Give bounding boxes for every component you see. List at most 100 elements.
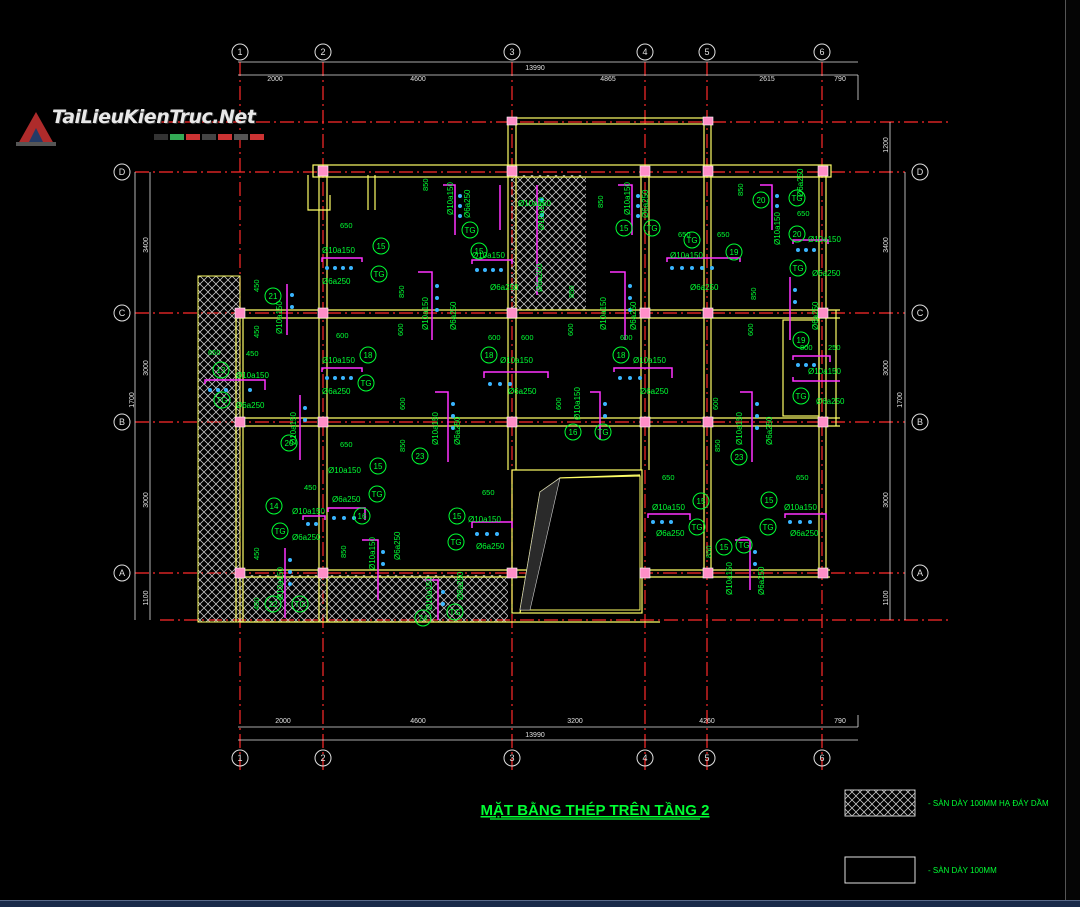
svg-text:TG: TG <box>795 392 806 401</box>
svg-text:Ø10a150: Ø10a150 <box>368 537 377 570</box>
svg-text:24: 24 <box>419 614 428 623</box>
logo-icon <box>16 112 56 146</box>
dim-top-2: 4600 <box>410 76 426 83</box>
svg-text:Ø10a150: Ø10a150 <box>446 182 455 215</box>
svg-text:Ø10a150: Ø10a150 <box>292 507 325 516</box>
svg-text:TG: TG <box>791 194 802 203</box>
svg-text:600: 600 <box>566 323 575 336</box>
svg-text:D: D <box>917 167 924 177</box>
svg-text:Ø6a250: Ø6a250 <box>765 416 774 445</box>
svg-text:Ø10a150: Ø10a150 <box>468 515 501 524</box>
svg-text:Ø10a150: Ø10a150 <box>322 356 355 365</box>
svg-text:600: 600 <box>336 331 349 340</box>
svg-text:TG: TG <box>371 490 382 499</box>
svg-text:Ø10a150: Ø10a150 <box>808 367 841 376</box>
svg-text:23: 23 <box>416 452 425 461</box>
svg-text:Ø6a250: Ø6a250 <box>456 571 465 600</box>
svg-text:6: 6 <box>819 753 824 763</box>
dim-top-5: 790 <box>834 76 846 83</box>
dim-top-3: 4865 <box>600 76 616 83</box>
svg-text:15: 15 <box>453 512 462 521</box>
svg-text:850: 850 <box>339 545 348 558</box>
svg-text:650: 650 <box>340 440 353 449</box>
svg-text:C: C <box>917 308 924 318</box>
svg-text:2: 2 <box>320 753 325 763</box>
svg-text:650: 650 <box>717 230 730 239</box>
svg-text:Ø6a250: Ø6a250 <box>322 277 351 286</box>
dim-bottom-1: 2000 <box>275 718 291 725</box>
grid-lines <box>135 62 950 770</box>
svg-text:Ø6a250: Ø6a250 <box>641 189 650 218</box>
svg-text:D: D <box>119 167 126 177</box>
svg-text:TG: TG <box>373 270 384 279</box>
svg-text:2: 2 <box>320 47 325 57</box>
svg-text:20: 20 <box>793 230 802 239</box>
dim-right-3: 1700 <box>897 392 904 408</box>
svg-text:4: 4 <box>642 753 647 763</box>
svg-text:Ø10a150: Ø10a150 <box>472 251 505 260</box>
svg-text:TG: TG <box>274 527 285 536</box>
logo-stripe-icon <box>154 134 264 140</box>
svg-text:Ø6a250: Ø6a250 <box>332 495 361 504</box>
svg-text:850: 850 <box>736 183 745 196</box>
svg-text:600: 600 <box>488 333 501 342</box>
svg-text:Ø6a250: Ø6a250 <box>508 387 537 396</box>
svg-text:TG: TG <box>686 236 697 245</box>
svg-text:TG: TG <box>762 523 773 532</box>
svg-text:15: 15 <box>765 496 774 505</box>
svg-text:Ø6a250: Ø6a250 <box>322 387 351 396</box>
legend: - SÀN DÀY 100MM HẠ ĐÁY DẦM - SÀN DÀY 100… <box>844 798 1049 884</box>
svg-text:14: 14 <box>270 502 279 511</box>
svg-text:4: 4 <box>642 47 647 57</box>
svg-text:15: 15 <box>475 247 484 256</box>
svg-text:850: 850 <box>398 439 407 452</box>
svg-text:18: 18 <box>364 351 373 360</box>
svg-text:Ø10a150: Ø10a150 <box>652 503 685 512</box>
svg-text:450: 450 <box>246 349 259 358</box>
svg-text:850: 850 <box>713 439 722 452</box>
svg-text:650: 650 <box>796 473 809 482</box>
svg-text:TG: TG <box>450 538 461 547</box>
dim-bottom-5: 790 <box>834 718 846 725</box>
svg-text:TG: TG <box>216 396 227 405</box>
svg-text:850: 850 <box>749 287 758 300</box>
svg-text:18: 18 <box>617 351 626 360</box>
dim-top-1: 2000 <box>267 76 283 83</box>
svg-text:15: 15 <box>697 497 706 506</box>
svg-text:22: 22 <box>269 600 278 609</box>
svg-text:TG: TG <box>449 608 460 617</box>
dimension-lines <box>134 61 906 741</box>
svg-text:850: 850 <box>596 195 605 208</box>
viewport-right-scrollbar[interactable] <box>1065 0 1080 907</box>
dim-bottom-3: 3200 <box>567 718 583 725</box>
svg-text:600: 600 <box>620 333 633 342</box>
svg-text:Ø10a150: Ø10a150 <box>670 251 703 260</box>
svg-text:Ø10a150: Ø10a150 <box>784 503 817 512</box>
svg-text:850: 850 <box>397 285 406 298</box>
dim-right-5: 1100 <box>883 590 890 605</box>
svg-text:15: 15 <box>620 224 629 233</box>
drawing-title: MẶT BẰNG THÉP TRÊN TẦNG 2 <box>481 801 710 819</box>
svg-text:600: 600 <box>396 323 405 336</box>
svg-text:Ø6a250: Ø6a250 <box>393 531 402 560</box>
svg-text:21: 21 <box>269 292 278 301</box>
svg-text:19: 19 <box>730 248 739 257</box>
svg-text:16: 16 <box>358 512 367 521</box>
legend-plain-swatch <box>844 856 916 884</box>
svg-text:Ø10a150: Ø10a150 <box>322 246 355 255</box>
svg-text:Ø10a150: Ø10a150 <box>236 371 269 380</box>
svg-text:TG: TG <box>597 428 608 437</box>
svg-text:Ø10a150: Ø10a150 <box>425 577 434 610</box>
dim-right-1: 3400 <box>883 237 890 253</box>
svg-text:Ø6a250: Ø6a250 <box>690 283 719 292</box>
svg-text:Ø6a250: Ø6a250 <box>656 529 685 538</box>
svg-text:250: 250 <box>828 343 841 352</box>
dim-right-2: 3000 <box>883 360 890 376</box>
svg-text:TG: TG <box>691 523 702 532</box>
svg-text:Ø10a150: Ø10a150 <box>773 212 782 245</box>
svg-text:650: 650 <box>662 473 675 482</box>
svg-text:Ø10a150: Ø10a150 <box>276 567 285 600</box>
